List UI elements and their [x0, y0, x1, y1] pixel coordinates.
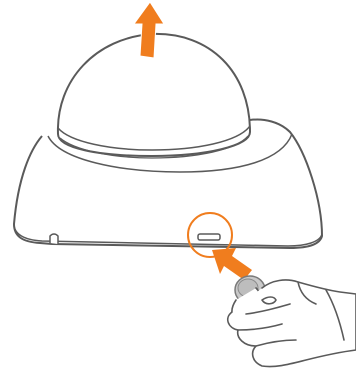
dome-camera: [14, 34, 322, 257]
base-notch: [50, 234, 58, 244]
arrow-diagonal-icon: [212, 248, 252, 280]
release-slot: [198, 234, 220, 240]
